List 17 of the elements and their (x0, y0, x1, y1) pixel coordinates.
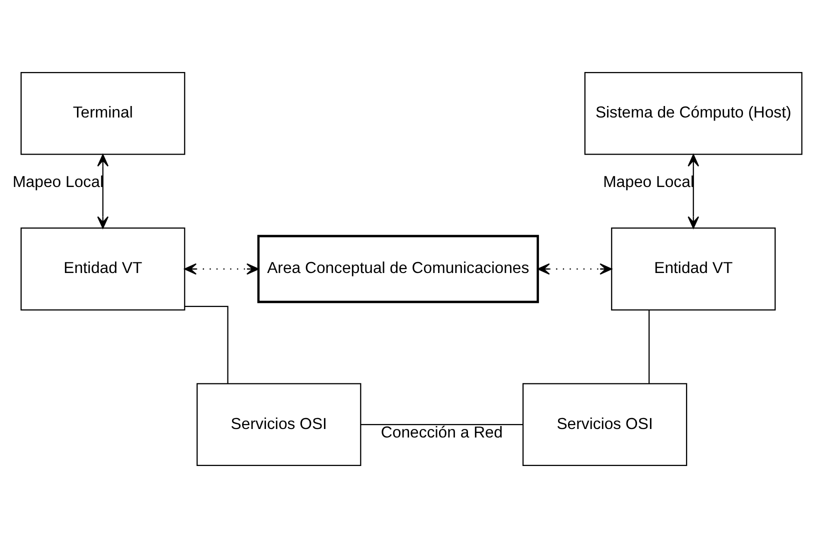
node-box: Terminal (20, 72, 186, 155)
connector (184, 306, 228, 384)
edge-label: Mapeo Local (12, 174, 104, 192)
node-box: Entidad VT (611, 228, 776, 310)
arrow (537, 263, 612, 275)
node-box: Servicios OSI (522, 383, 688, 466)
arrow (184, 263, 259, 275)
arrow (97, 154, 109, 229)
connector (360, 424, 523, 426)
node-box: Servicios OSI (196, 383, 362, 466)
node-box: Sistema de Cómputo (Host) (584, 72, 802, 155)
arrow (688, 154, 700, 229)
node-box: Area Conceptual de Comunicaciones (257, 234, 539, 304)
edge-label: Mapeo Local (603, 174, 694, 192)
node-box: Entidad VT (20, 228, 186, 310)
edge-label: Conección a Red (380, 424, 503, 442)
connector (648, 310, 650, 384)
